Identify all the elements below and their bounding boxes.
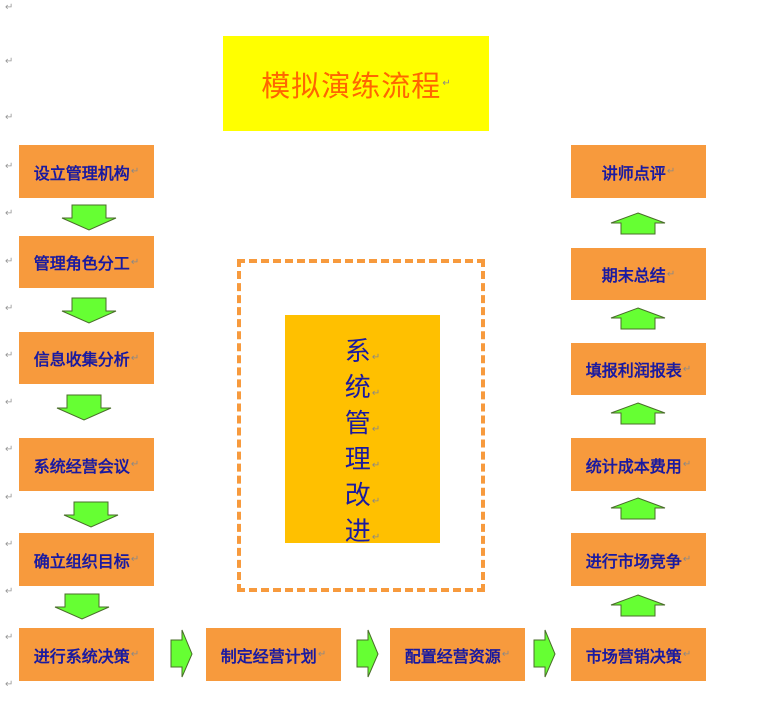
arrow-up-icon: [610, 594, 666, 617]
paragraph-mark: ↵: [442, 78, 451, 89]
step-label: 确立组织目标: [33, 551, 130, 571]
step-box-right-4: 填报利润报表↵: [571, 343, 706, 395]
paragraph-mark: ↵: [5, 2, 14, 13]
step-box-right-5: 期末总结↵: [571, 248, 706, 300]
title-box: 模拟演练流程↵: [223, 36, 489, 131]
arrow-right-icon: [533, 629, 556, 678]
step-box-left-5: 确立组织目标↵: [19, 533, 154, 586]
step-label: 进行市场竞争: [585, 551, 682, 571]
paragraph-mark: ↵: [130, 459, 140, 470]
center-char: 系↵: [344, 337, 381, 367]
step-box-right-3: 统计成本费用↵: [571, 438, 706, 491]
arrow-up-icon: [610, 307, 666, 330]
step-box-right-2: 进行市场竞争↵: [571, 533, 706, 586]
step-label: 系统经营会议: [33, 456, 130, 476]
center-char: 管↵: [344, 409, 381, 439]
paragraph-mark: ↵: [130, 649, 140, 660]
center-char: 改↵: [344, 481, 381, 511]
center-label: 系↵ 统↵ 管↵ 理↵ 改↵ 进↵: [285, 337, 440, 547]
arrow-right-icon: [170, 629, 193, 678]
paragraph-mark: ↵: [5, 397, 14, 408]
paragraph-mark: ↵: [5, 444, 14, 455]
step-box-bottom-1: 制定经营计划↵: [206, 628, 341, 681]
paragraph-mark: ↵: [5, 586, 14, 597]
step-box-right-1: 市场营销决策↵: [571, 628, 706, 681]
step-label: 统计成本费用: [585, 456, 682, 476]
step-label: 期末总结: [601, 266, 666, 285]
paragraph-mark: ↵: [130, 554, 140, 565]
step-box-left-1: 设立管理机构↵: [19, 145, 154, 198]
center-char: 理↵: [344, 445, 381, 475]
step-box-left-6: 进行系统决策↵: [19, 628, 154, 681]
step-box-bottom-2: 配置经营资源↵: [390, 628, 525, 681]
paragraph-mark: ↵: [5, 56, 14, 67]
arrow-down-icon: [56, 394, 112, 421]
step-label: 信息收集分析: [33, 350, 130, 369]
paragraph-mark: ↵: [5, 679, 14, 690]
center-box: [285, 315, 440, 543]
step-label: 制定经营计划: [220, 646, 317, 666]
paragraph-mark: ↵: [682, 459, 692, 470]
step-label: 进行系统决策: [33, 646, 130, 666]
paragraph-mark: ↵: [5, 303, 14, 314]
center-char: 统↵: [344, 373, 381, 403]
paragraph-mark: ↵: [317, 649, 327, 660]
paragraph-mark: ↵: [666, 268, 676, 280]
arrow-down-icon: [63, 501, 119, 528]
paragraph-mark: ↵: [5, 539, 14, 550]
arrow-down-icon: [61, 297, 117, 324]
paragraph-mark: ↵: [5, 256, 14, 267]
step-label: 讲师点评: [601, 163, 666, 183]
step-label: 市场营销决策: [585, 646, 682, 666]
step-box-left-3: 信息收集分析↵: [19, 332, 154, 384]
step-box-left-4: 系统经营会议↵: [19, 438, 154, 491]
arrow-up-icon: [610, 497, 666, 520]
step-box-left-2: 管理角色分工↵: [19, 236, 154, 288]
paragraph-mark: ↵: [682, 363, 692, 375]
paragraph-mark: ↵: [5, 161, 14, 172]
paragraph-mark: ↵: [682, 554, 692, 565]
paragraph-mark: ↵: [5, 112, 14, 123]
arrow-right-icon: [356, 629, 379, 678]
paragraph-mark: ↵: [682, 649, 692, 660]
paragraph-mark: ↵: [5, 492, 14, 503]
paragraph-mark: ↵: [130, 256, 140, 268]
step-label: 配置经营资源: [404, 646, 501, 666]
step-label: 设立管理机构: [33, 163, 130, 183]
paragraph-mark: ↵: [5, 350, 14, 361]
paragraph-mark: ↵: [501, 649, 511, 660]
paragraph-mark: ↵: [5, 632, 14, 643]
step-box-right-6: 讲师点评↵: [571, 145, 706, 198]
step-label: 填报利润报表: [585, 361, 682, 380]
paragraph-mark: ↵: [5, 208, 14, 219]
arrow-down-icon: [61, 204, 117, 231]
paragraph-mark: ↵: [130, 166, 140, 177]
arrow-up-icon: [610, 212, 666, 235]
page-title: 模拟演练流程: [261, 68, 442, 103]
step-label: 管理角色分工: [33, 254, 130, 273]
paragraph-mark: ↵: [666, 166, 676, 177]
arrow-up-icon: [610, 402, 666, 425]
paragraph-mark: ↵: [130, 352, 140, 364]
arrow-down-icon: [54, 593, 110, 620]
center-char: 进↵: [344, 517, 381, 547]
dashed-frame: [237, 259, 485, 592]
